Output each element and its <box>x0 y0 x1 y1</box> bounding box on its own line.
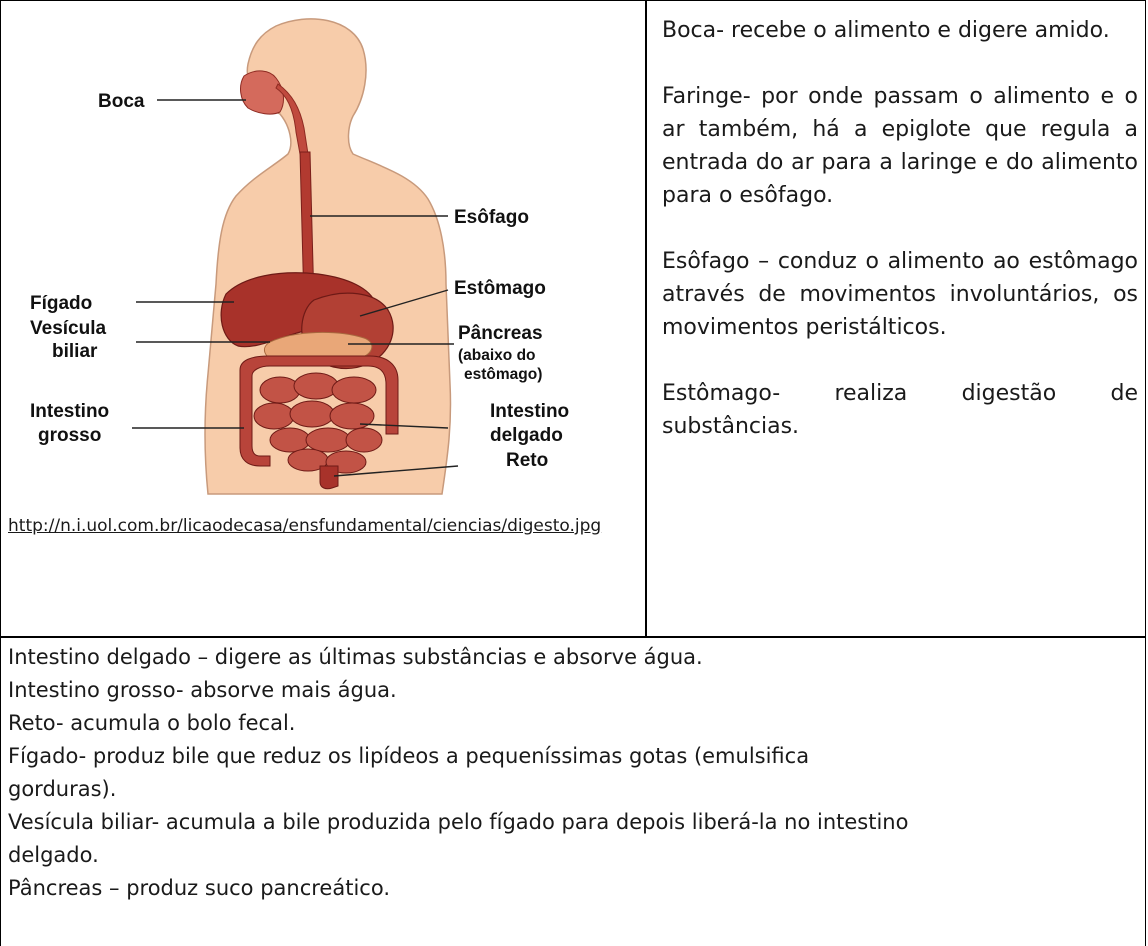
digestive-system-diagram: Boca Esôfago Fígado Estômago Vesícula bi… <box>8 4 640 504</box>
paragraph-estomago: Estômago- realiza digestão de substância… <box>662 381 1138 439</box>
line-reto: Reto- acumula o bolo fecal. <box>8 711 296 735</box>
label-pancreas-note-1: (abaixo do <box>458 347 536 364</box>
line-figado-cont: gorduras). <box>8 777 117 801</box>
leader-reto <box>333 465 459 477</box>
bottom-text-block: Intestino delgado – digere as últimas su… <box>8 641 1138 905</box>
row-divider <box>0 636 1146 638</box>
label-vesicula-1: Vesícula <box>30 318 106 339</box>
label-intestino-grosso-2: grosso <box>38 425 101 446</box>
label-esofago: Esôfago <box>454 207 529 228</box>
label-intestino-delgado-2: delgado <box>490 425 563 446</box>
leader-intestino-delgado <box>359 423 449 429</box>
line-pancreas: Pâncreas – produz suco pancreático. <box>8 876 390 900</box>
source-link[interactable]: http://n.i.uol.com.br/licaodecasa/ensfun… <box>8 516 602 536</box>
paragraph-boca: Boca- recebe o alimento e digere amido. <box>662 18 1110 43</box>
paragraph-faringe: Faringe- por onde passam o alimento e o … <box>662 84 1138 208</box>
line-figado: Fígado- produz bile que reduz os lipídeo… <box>8 744 810 768</box>
line-vesicula-cont: delgado. <box>8 843 99 867</box>
label-intestino-grosso-1: Intestino <box>30 401 109 422</box>
large-intestine-shape <box>239 355 399 467</box>
column-divider <box>645 0 647 637</box>
leader-estomago <box>359 289 449 317</box>
paragraph-esofago: Esôfago – conduz o alimento ao estômago … <box>662 249 1138 340</box>
rectum-shape <box>319 465 339 490</box>
right-column-text: Boca- recebe o alimento e digere amido. … <box>662 14 1138 443</box>
line-vesicula: Vesícula biliar- acumula a bile produzid… <box>8 810 909 834</box>
label-pancreas: Pâncreas <box>458 323 543 344</box>
label-pancreas-note-2: estômago) <box>464 366 542 383</box>
label-reto: Reto <box>506 450 548 471</box>
label-estomago: Estômago <box>454 278 546 299</box>
label-vesicula-2: biliar <box>52 341 98 362</box>
label-figado: Fígado <box>30 293 92 314</box>
label-boca: Boca <box>98 91 145 112</box>
line-intestino-grosso: Intestino grosso- absorve mais água. <box>8 678 397 702</box>
label-intestino-delgado-1: Intestino <box>490 401 569 422</box>
line-intestino-delgado: Intestino delgado – digere as últimas su… <box>8 645 703 669</box>
small-intestine-shape <box>253 372 383 474</box>
